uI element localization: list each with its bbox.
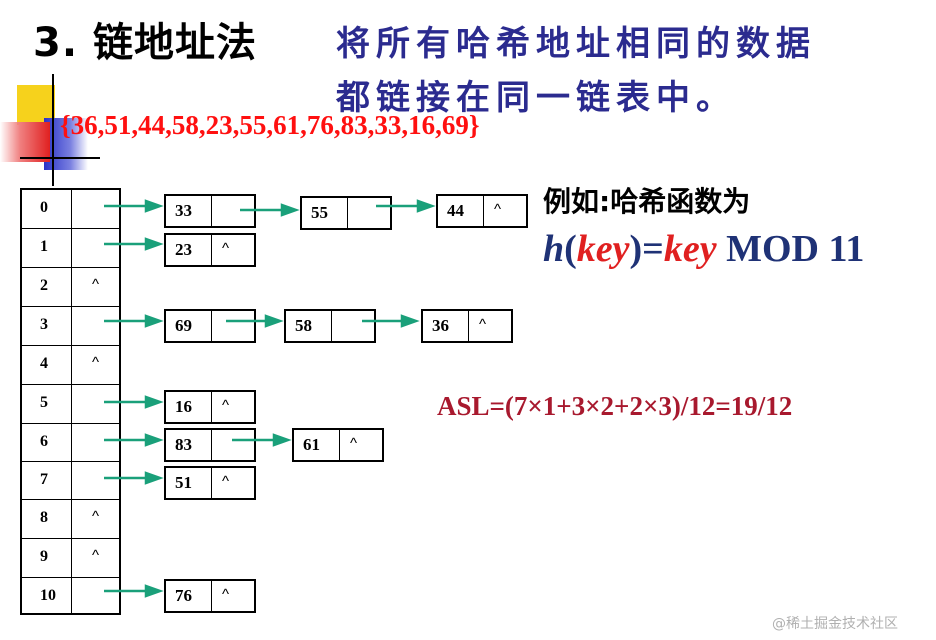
bucket-index: 9 xyxy=(22,539,72,577)
bucket-null-marker: ^ xyxy=(91,354,100,371)
hash-function-key-2: key xyxy=(663,228,717,270)
arrow-bucket-1 xyxy=(104,237,164,251)
bucket-row-10: 10 xyxy=(22,578,119,613)
node-null-marker: ^ xyxy=(222,473,230,490)
node-null-marker: ^ xyxy=(222,240,230,257)
chain-node-58: 58 xyxy=(284,309,376,343)
bucket-index: 10 xyxy=(22,578,72,613)
node-value: 83 xyxy=(166,430,212,460)
key-sequence: {36,51,44,58,23,55,61,76,83,33,16,69} xyxy=(60,110,480,140)
bucket-row-0: 0 xyxy=(22,190,119,229)
node-value: 23 xyxy=(166,235,212,265)
hash-function-key-1: key xyxy=(576,228,630,270)
node-value: 33 xyxy=(166,196,212,226)
node-null-marker: ^ xyxy=(494,201,502,218)
hash-function-open: ( xyxy=(564,228,577,270)
chain-node-44: 44 ^ xyxy=(436,194,528,228)
arrow-33-to-55 xyxy=(240,203,300,217)
hash-function-h: h xyxy=(543,228,565,270)
node-value: 58 xyxy=(286,311,332,341)
node-value: 16 xyxy=(166,392,212,422)
chain-node-61: 61 ^ xyxy=(292,428,384,462)
chain-node-83: 83 xyxy=(164,428,256,462)
bucket-index: 1 xyxy=(22,229,72,267)
hash-function-close-eq: )= xyxy=(629,228,664,270)
chain-node-16: 16 ^ xyxy=(164,390,256,424)
bucket-index: 5 xyxy=(22,385,72,423)
decor-blue-square xyxy=(44,118,88,170)
node-null-marker: ^ xyxy=(350,435,358,452)
arrow-bucket-5 xyxy=(104,395,164,409)
node-null-marker: ^ xyxy=(222,397,230,414)
bucket-row-2: 2^ xyxy=(22,268,119,307)
arrow-bucket-0 xyxy=(104,199,164,213)
bucket-index: 8 xyxy=(22,500,72,538)
asl-formula: ASL=(7×1+3×2+2×3)/12=19/12 xyxy=(437,391,793,421)
arrow-bucket-10 xyxy=(104,584,164,598)
bucket-null-marker: ^ xyxy=(91,276,100,293)
node-value: 51 xyxy=(166,468,212,498)
bucket-row-5: 5 xyxy=(22,385,119,424)
node-value: 76 xyxy=(166,581,212,611)
chain-node-55: 55 xyxy=(300,196,392,230)
chain-node-23: 23 ^ xyxy=(164,233,256,267)
arrow-69-to-58 xyxy=(226,314,284,328)
arrow-bucket-7 xyxy=(104,471,164,485)
chain-node-51: 51 ^ xyxy=(164,466,256,500)
node-null-marker: ^ xyxy=(479,316,487,333)
slide-title: 3. 链地址法 xyxy=(33,20,257,66)
chain-node-36: 36 ^ xyxy=(421,309,513,343)
bucket-index: 6 xyxy=(22,424,72,461)
hash-function-mod: MOD 11 xyxy=(716,228,865,270)
bucket-row-4: 4^ xyxy=(22,346,119,385)
node-value: 61 xyxy=(294,430,340,460)
description-line-2: 都链接在同一链表中。 xyxy=(336,78,736,118)
node-value: 36 xyxy=(423,311,469,341)
description-line-1: 将所有哈希地址相同的数据 xyxy=(336,24,816,64)
node-value: 55 xyxy=(302,198,348,228)
bucket-row-3: 3 xyxy=(22,307,119,346)
bucket-row-9: 9^ xyxy=(22,539,119,578)
chain-node-69: 69 xyxy=(164,309,256,343)
bucket-index: 3 xyxy=(22,307,72,345)
bucket-null-marker: ^ xyxy=(91,547,100,564)
node-null-marker: ^ xyxy=(222,586,230,603)
hash-function: h(key)=key MOD 11 xyxy=(543,227,864,271)
bucket-index: 2 xyxy=(22,268,72,306)
bucket-index: 0 xyxy=(22,190,72,228)
example-label: 例如:哈希函数为 xyxy=(543,185,751,218)
decor-red-square xyxy=(0,122,50,162)
chain-node-76: 76 ^ xyxy=(164,579,256,613)
arrow-83-to-61 xyxy=(232,433,292,447)
bucket-row-6: 6 xyxy=(22,424,119,462)
bucket-null-marker: ^ xyxy=(91,508,100,525)
node-value: 44 xyxy=(438,196,484,226)
arrow-58-to-36 xyxy=(362,314,420,328)
bucket-row-1: 1 xyxy=(22,229,119,268)
arrow-55-to-44 xyxy=(376,199,436,213)
watermark: @稀土掘金技术社区 xyxy=(772,616,898,632)
bucket-index: 4 xyxy=(22,346,72,384)
bucket-row-7: 7 xyxy=(22,462,119,500)
decor-horizontal-line xyxy=(20,157,100,159)
arrow-bucket-6 xyxy=(104,433,164,447)
node-value: 69 xyxy=(166,311,212,341)
arrow-bucket-3 xyxy=(104,314,164,328)
bucket-row-8: 8^ xyxy=(22,500,119,539)
bucket-index: 7 xyxy=(22,462,72,499)
decor-vertical-line xyxy=(52,74,54,186)
